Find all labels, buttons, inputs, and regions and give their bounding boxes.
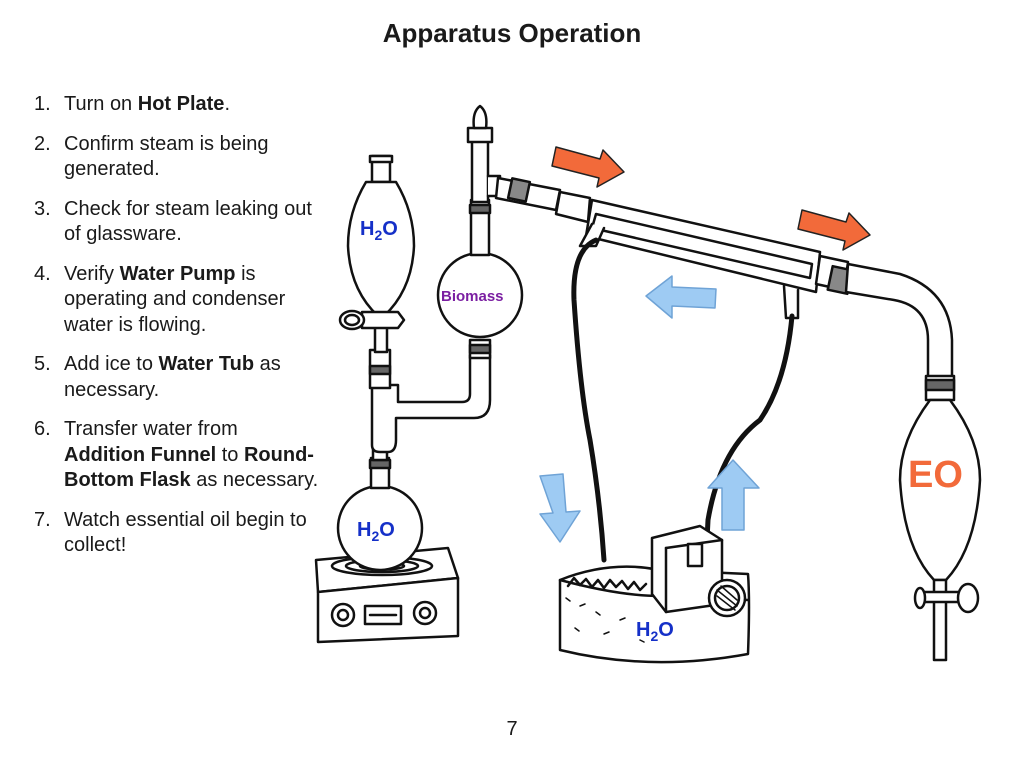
flask-h2o-label: H2O [357, 519, 395, 544]
step-number: 3. [34, 197, 51, 220]
step-text: Watch essential oil begin to collect! [64, 508, 324, 559]
step-number: 2. [34, 132, 51, 155]
funnel-h2o-label: H2O [360, 218, 398, 243]
step-number: 6. [34, 418, 51, 440]
biomass-label: Biomass [441, 288, 504, 305]
essential-oil-label: EO [908, 454, 963, 496]
operation-steps-list: 1. Turn on Hot Plate. 2. Confirm steam is … [34, 92, 324, 573]
step-emphasis: Hot Plate [137, 93, 225, 115]
step-item: 3. Check for steam leaking out of glasswa… [34, 197, 324, 248]
step-text-run: Transfer water from [64, 418, 238, 440]
step-text-run: to [216, 443, 244, 466]
water-arrow-left [645, 275, 717, 319]
step-emphasis: Water Tub [158, 353, 255, 375]
step-emphasis: Round-Bottom Flask [64, 443, 314, 492]
outlet-tube [844, 262, 956, 402]
step-text: Transfer water from Addition Funnel to R… [64, 417, 324, 494]
step-emphasis: Water Pump [119, 262, 236, 285]
round-bottom-flask [336, 456, 424, 572]
step-item: 4. Verify Water Pump is operating and con… [34, 262, 324, 339]
step-text-run: Check for steam leaking out of glassware… [64, 197, 312, 246]
step-text-run: is operating and condenser water is flow… [64, 262, 286, 336]
step-text-run: as necessary. [190, 469, 319, 491]
step-item: 6. Transfer water from Addition Funnel to… [34, 417, 324, 494]
biomass-flask [436, 104, 524, 339]
steam-arrow-2 [797, 209, 871, 251]
step-number: 4. [34, 262, 51, 285]
step-item: 2. Confirm steam is being generated. [34, 132, 324, 183]
step-number: 7. [34, 508, 51, 531]
condenser-hoses [571, 237, 795, 563]
step-item: 7. Watch essential oil begin to collect! [34, 508, 324, 559]
step-text: Turn on Hot Plate. [64, 92, 324, 118]
step-number: 1. [34, 93, 51, 115]
condenser [494, 176, 854, 320]
step-item: 1. Turn on Hot Plate. [34, 92, 324, 118]
page-title: Apparatus Operation [382, 18, 642, 48]
steam-arrow-1 [551, 146, 625, 188]
step-text-run: Verify [64, 262, 120, 285]
addition-funnel [338, 154, 416, 354]
water-arrows [539, 275, 760, 543]
separatory-funnel [898, 398, 982, 662]
water-arrow-up [707, 459, 760, 531]
step-text-run: Turn on [64, 93, 138, 115]
step-text: Verify Water Pump is operating and conde… [64, 262, 324, 339]
step-text-run: as necessary. [64, 353, 281, 401]
step-text: Add ice to Water Tub as necessary. [64, 352, 324, 403]
step-text-run: Confirm steam is being generated. [64, 132, 269, 181]
water-pump [650, 524, 747, 618]
step-emphasis: Addition Funnel [64, 443, 217, 466]
step-number: 5. [34, 353, 51, 375]
step-text: Check for steam leaking out of glassware… [64, 197, 324, 248]
steam-arrows [551, 146, 871, 251]
step-text: Confirm steam is being generated. [64, 132, 324, 183]
step-item: 5. Add ice to Water Tub as necessary. [34, 352, 324, 403]
step-text-run: . [224, 93, 230, 115]
claisen-adapter [368, 338, 492, 462]
tub-h2o-label: H2O [636, 619, 674, 644]
step-text-run: Watch essential oil begin to collect! [64, 508, 307, 557]
step-text-run: Add ice to [64, 353, 159, 375]
water-arrow-down [539, 473, 581, 543]
page-number: 7 [506, 718, 518, 740]
